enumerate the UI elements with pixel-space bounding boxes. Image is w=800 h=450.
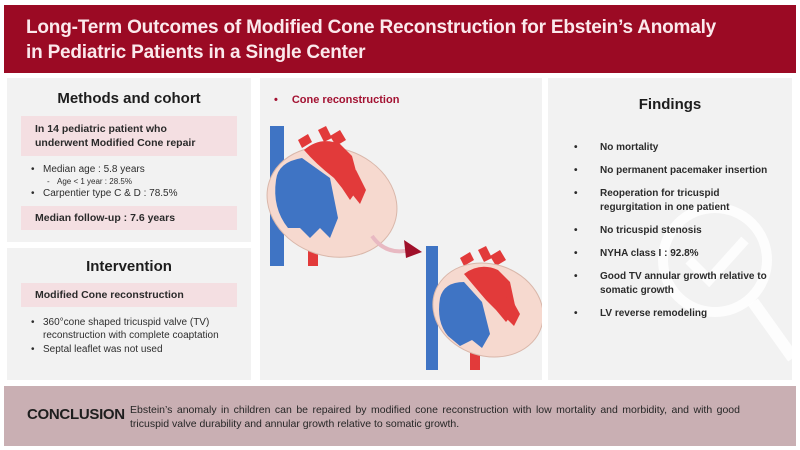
intervention-highlight: Modified Cone reconstruction <box>21 283 237 307</box>
list-subitem: Age < 1 year : 28.5% <box>31 176 251 187</box>
list-item: Septal leaflet was not used <box>31 343 239 356</box>
list-item: Carpentier type C & D : 78.5% <box>31 187 251 200</box>
intervention-title: Intervention <box>86 258 172 275</box>
cohort-line-1: In 14 pediatric patient who <box>35 123 167 135</box>
heart-after-icon <box>426 246 542 370</box>
findings-panel: Findings No mortality No permanent pacem… <box>548 78 792 380</box>
heart-before-icon <box>266 126 398 266</box>
list-item: No mortality <box>574 141 778 155</box>
findings-list: No mortality No permanent pacemaker inse… <box>574 141 778 321</box>
arrow-icon <box>370 234 422 258</box>
cone-reconstruction-label: Cone reconstruction <box>274 94 400 106</box>
title-banner: Long-Term Outcomes of Modified Cone Reco… <box>4 5 796 73</box>
conclusion-text: Ebstein’s anomaly in children can be rep… <box>130 404 740 430</box>
list-item: No tricuspid stenosis <box>574 224 778 238</box>
illustration-panel: Cone reconstruction <box>260 78 542 380</box>
heart-illustration <box>266 126 542 370</box>
conclusion-banner: CONCLUSION Ebstein’s anomaly in children… <box>4 386 796 446</box>
follow-up-highlight: Median follow-up : 7.6 years <box>21 206 237 230</box>
list-item: NYHA class I : 92.8% <box>574 247 778 261</box>
page-title-line-1: Long-Term Outcomes of Modified Cone Reco… <box>26 17 717 38</box>
list-item: Reoperation for tricuspid regurgitation … <box>574 187 778 215</box>
methods-list: Median age : 5.8 years Age < 1 year : 28… <box>31 163 251 200</box>
list-item: Median age : 5.8 years <box>31 163 251 176</box>
list-item: Good TV annular growth relative to somat… <box>574 270 778 298</box>
intervention-panel: Intervention Modified Cone reconstructio… <box>7 248 251 380</box>
cohort-highlight: In 14 pediatric patient who underwent Mo… <box>21 116 237 156</box>
list-item: LV reverse remodeling <box>574 307 778 321</box>
page-title-line-2: in Pediatric Patients in a Single Center <box>26 42 366 63</box>
list-item: No permanent pacemaker insertion <box>574 164 778 178</box>
methods-panel: Methods and cohort In 14 pediatric patie… <box>7 78 251 242</box>
methods-title: Methods and cohort <box>57 90 201 107</box>
list-item: 360°cone shaped tricuspid valve (TV) rec… <box>31 316 239 342</box>
conclusion-label: CONCLUSION <box>27 406 125 423</box>
cohort-line-2: underwent Modified Cone repair <box>35 137 196 149</box>
findings-title: Findings <box>638 96 702 113</box>
intervention-list: 360°cone shaped tricuspid valve (TV) rec… <box>31 316 239 356</box>
